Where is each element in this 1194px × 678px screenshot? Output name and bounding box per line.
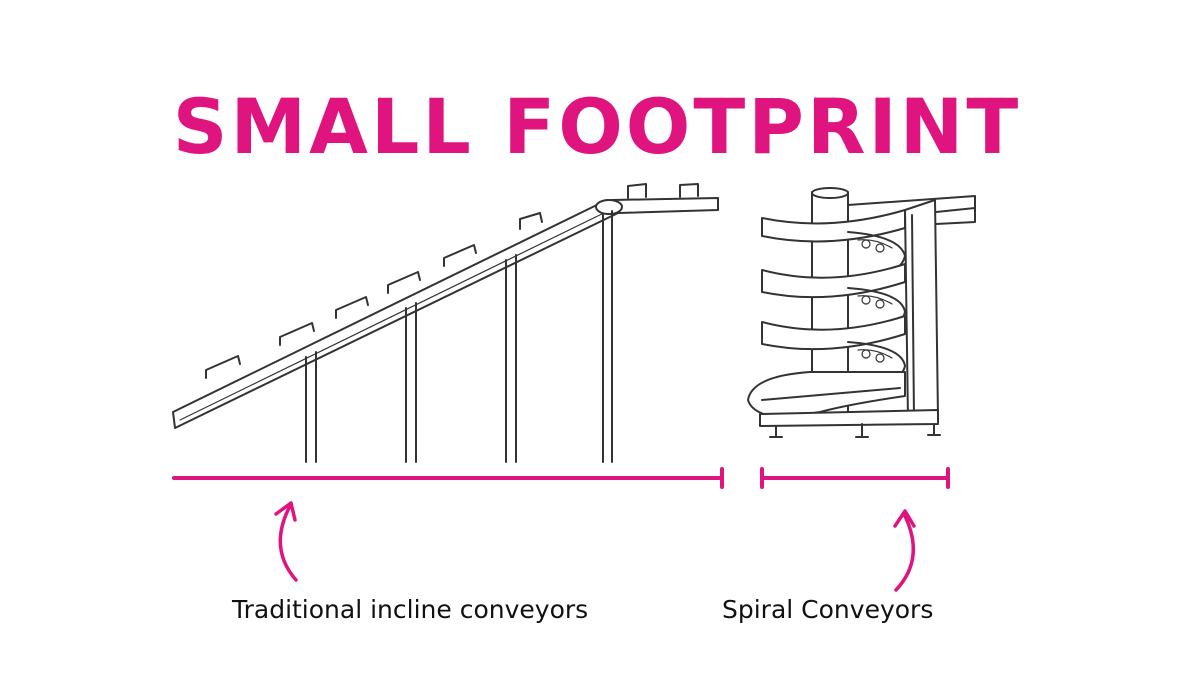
- spiral-conveyors-label: Spiral Conveyors: [722, 595, 934, 624]
- incline-width-line: [172, 467, 724, 489]
- incline-conveyors-label: Traditional incline conveyors: [232, 595, 589, 624]
- spiral-width-line: [760, 467, 950, 489]
- spiral-conveyor-drawing: [747, 187, 976, 438]
- spiral-arrow-icon: [893, 509, 916, 592]
- page-title: SMALL FOOTPRINT: [172, 82, 1022, 171]
- incline-arrow-icon: [274, 501, 298, 582]
- incline-conveyor-drawing: [172, 183, 719, 463]
